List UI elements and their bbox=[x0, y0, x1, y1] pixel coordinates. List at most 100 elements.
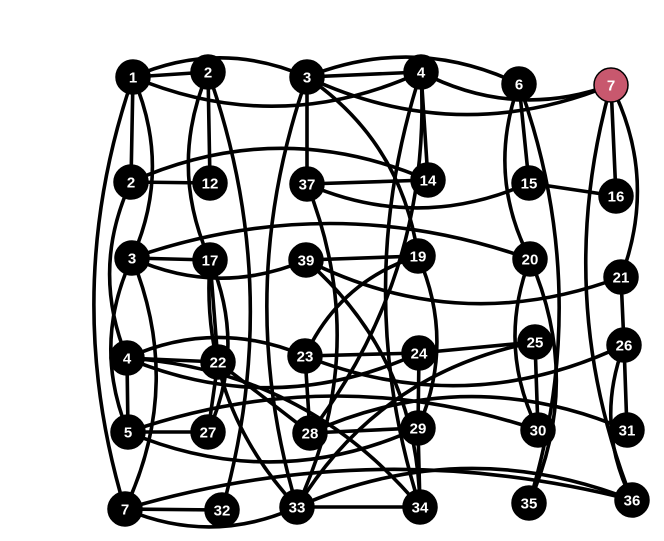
node-label: 25 bbox=[527, 335, 544, 352]
edge bbox=[305, 75, 613, 117]
node-label: 22 bbox=[210, 355, 227, 372]
node-label: 33 bbox=[289, 500, 306, 517]
node-circle bbox=[517, 324, 553, 360]
highlighted-node-circle bbox=[593, 67, 629, 103]
edge bbox=[527, 257, 559, 505]
node-label: 17 bbox=[202, 253, 219, 270]
edge bbox=[125, 335, 307, 360]
node-label: 19 bbox=[410, 249, 427, 266]
node-circle bbox=[115, 59, 151, 95]
graph-node: 12 bbox=[192, 165, 228, 201]
node-label: 3 bbox=[128, 251, 136, 268]
node-label: 3 bbox=[303, 70, 311, 87]
node-circle bbox=[192, 165, 228, 201]
edge bbox=[126, 394, 540, 434]
node-circle bbox=[400, 410, 436, 446]
node-circle bbox=[598, 178, 634, 214]
node-label: 12 bbox=[202, 176, 219, 193]
node-circle bbox=[606, 327, 642, 363]
graph-node: 4 bbox=[403, 54, 439, 90]
node-circle bbox=[279, 489, 315, 525]
node-circle bbox=[114, 240, 150, 276]
graph-node: 1 bbox=[115, 59, 151, 95]
edge bbox=[305, 181, 531, 210]
edge bbox=[304, 258, 623, 306]
edge bbox=[308, 394, 629, 435]
graph-node: 31 bbox=[609, 412, 645, 448]
edge bbox=[609, 83, 640, 279]
graph-node: 34 bbox=[402, 489, 438, 525]
node-circle bbox=[609, 412, 645, 448]
node-label: 31 bbox=[619, 423, 636, 440]
node-label: 6 bbox=[515, 77, 523, 94]
graph-node: 30 bbox=[520, 412, 556, 448]
edge bbox=[92, 75, 135, 511]
node-label: 24 bbox=[411, 346, 428, 363]
graph-node: 36 bbox=[614, 482, 650, 518]
graph-node: 14 bbox=[410, 162, 446, 198]
node-circle bbox=[288, 242, 324, 278]
edge bbox=[107, 180, 133, 360]
graph-node: 2 bbox=[113, 164, 149, 200]
node-circle bbox=[410, 162, 446, 198]
node-circle bbox=[402, 489, 438, 525]
node-circle bbox=[511, 485, 547, 521]
node-label: 35 bbox=[521, 496, 538, 513]
edge bbox=[125, 356, 422, 509]
node-circle bbox=[400, 238, 436, 274]
node-label: 21 bbox=[613, 270, 630, 287]
node-circle bbox=[110, 414, 146, 450]
edge bbox=[265, 75, 309, 509]
node-circle bbox=[403, 54, 439, 90]
node-circle bbox=[204, 492, 240, 528]
node-circle bbox=[192, 242, 228, 278]
node-circle bbox=[113, 164, 149, 200]
node-label: 7 bbox=[607, 78, 615, 95]
edge bbox=[123, 467, 634, 511]
graph-node: 23 bbox=[287, 338, 323, 374]
edge bbox=[305, 178, 430, 186]
edge bbox=[125, 351, 421, 390]
edge bbox=[126, 426, 420, 464]
edge bbox=[206, 258, 230, 434]
edge bbox=[303, 343, 626, 388]
node-circle bbox=[603, 259, 639, 295]
node-label: 30 bbox=[530, 423, 547, 440]
node-label: 29 bbox=[410, 421, 427, 438]
graph-node: 3 bbox=[114, 240, 150, 276]
node-circle bbox=[512, 241, 548, 277]
edge bbox=[295, 466, 634, 509]
node-circle bbox=[401, 335, 437, 371]
graph-node: 35 bbox=[511, 485, 547, 521]
edge bbox=[130, 75, 155, 260]
graph-node: 20 bbox=[512, 241, 548, 277]
node-label: 36 bbox=[624, 493, 641, 510]
graph-node: 15 bbox=[511, 165, 547, 201]
graph-node: 5 bbox=[110, 414, 146, 450]
node-circle bbox=[200, 344, 236, 380]
node-label: 37 bbox=[299, 177, 316, 194]
node-circle bbox=[511, 165, 547, 201]
node-circle bbox=[190, 414, 226, 450]
node-label: 34 bbox=[412, 500, 429, 517]
graph-node: 26 bbox=[606, 327, 642, 363]
node-label: 23 bbox=[297, 349, 314, 366]
graph-node: 22 bbox=[200, 344, 236, 380]
graph-node: 25 bbox=[517, 324, 553, 360]
edge bbox=[206, 70, 253, 512]
node-label: 2 bbox=[204, 65, 212, 82]
graph-node: 29 bbox=[400, 410, 436, 446]
edge bbox=[303, 254, 420, 358]
edge bbox=[131, 70, 423, 108]
node-circle bbox=[190, 54, 226, 90]
edge bbox=[130, 221, 532, 261]
node-circle bbox=[109, 340, 145, 376]
graph-node: 39 bbox=[288, 242, 324, 278]
graph-node: 7 bbox=[107, 491, 143, 527]
graph-node: 27 bbox=[190, 414, 226, 450]
graph-node: 16 bbox=[598, 178, 634, 214]
edge bbox=[129, 146, 430, 184]
edge bbox=[503, 82, 532, 261]
graph-node: 37 bbox=[289, 166, 325, 202]
